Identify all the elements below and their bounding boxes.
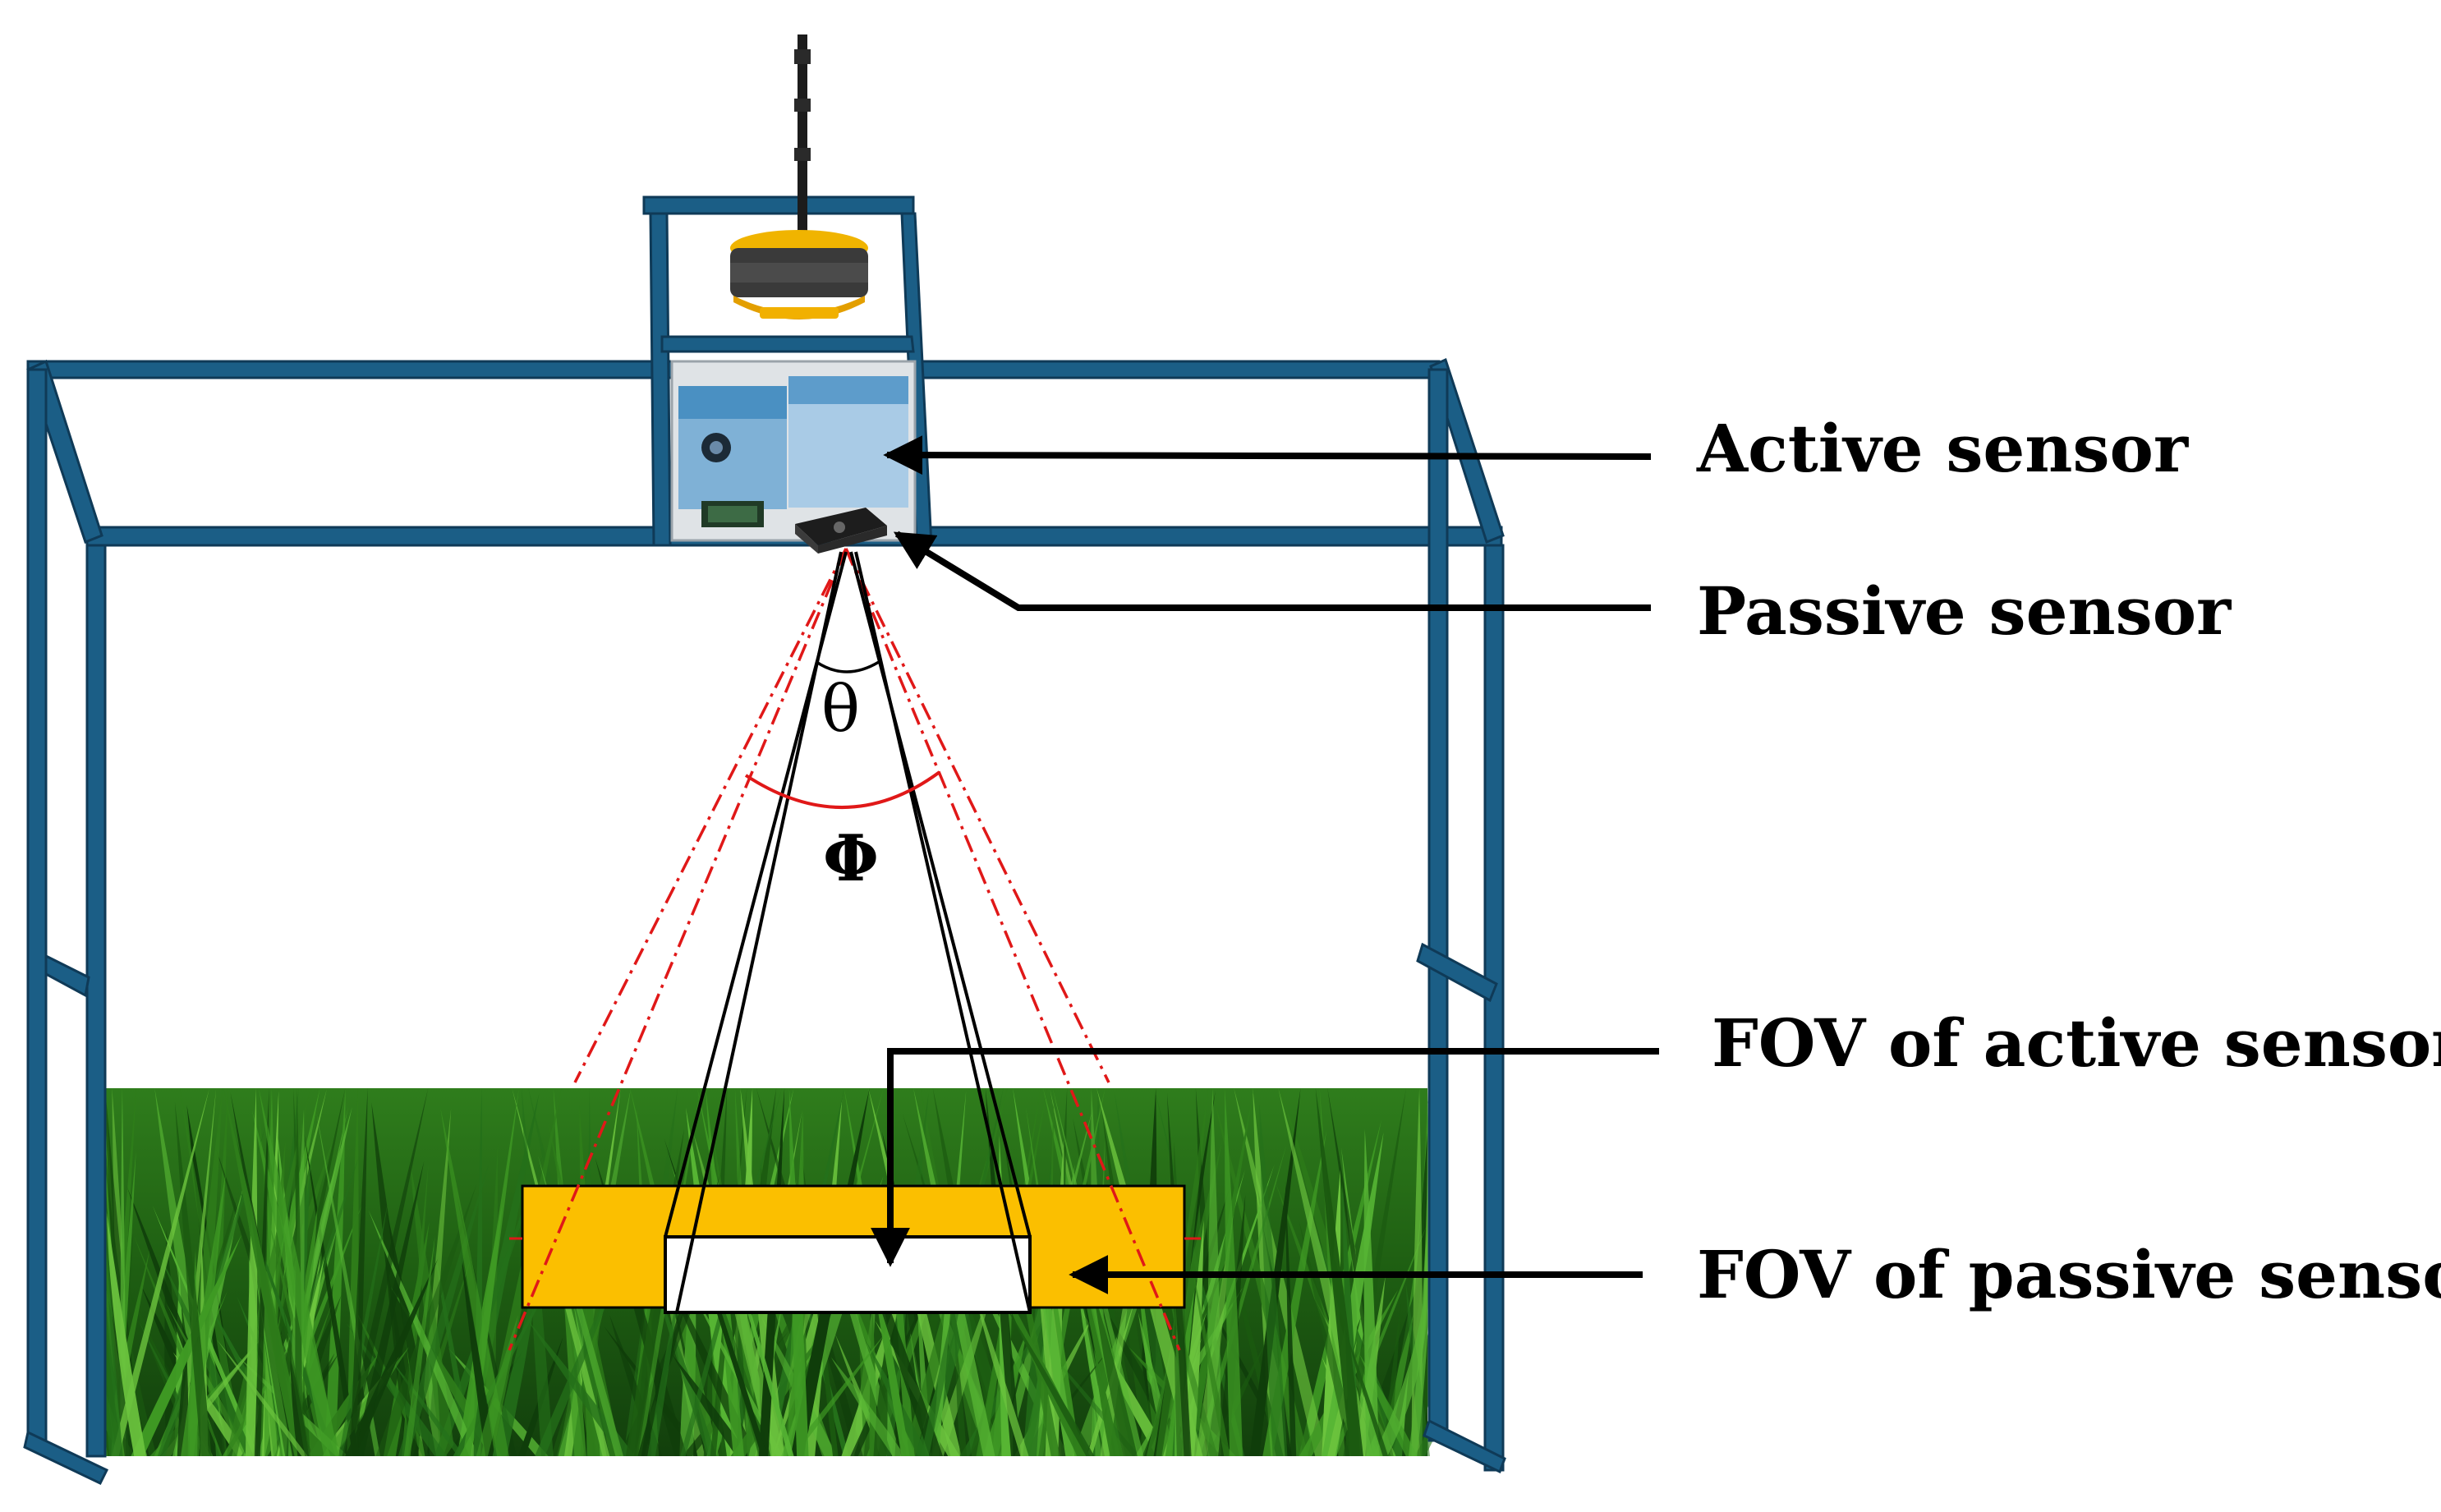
grass-blades: [94, 1088, 1442, 1456]
active-sensor-cone: [664, 551, 1032, 1313]
leader-active-sensor: [883, 435, 1652, 476]
fov-active-area: [664, 1235, 1032, 1314]
mast-top-rail: [642, 195, 915, 215]
frame-left-back-leg: [26, 368, 48, 1442]
frame-right-brace: [1416, 942, 1498, 1003]
passive-sensor-device-icon: [795, 508, 887, 554]
phi-label: Φ: [823, 821, 879, 896]
sensor-mast: [642, 195, 933, 547]
theta-arc: [816, 660, 880, 673]
mast-mid-rail: [660, 335, 915, 353]
label-active-sensor: Active sensor: [1697, 410, 2189, 487]
label-fov-active-sensor: FOV of active sensor: [1712, 1004, 2441, 1082]
frame-left-foot: [23, 1430, 109, 1485]
active-sensor-device-icon: [670, 360, 917, 542]
callout-leaders: [871, 435, 1659, 1294]
phi-arc: [744, 770, 941, 809]
gnss-receiver-icon: [730, 230, 868, 319]
frame-left-brace: [44, 954, 90, 998]
gnss-antenna-icon: [794, 34, 811, 240]
frame-left-front-leg: [85, 544, 107, 1458]
frame-right-diagonal: [1429, 357, 1505, 544]
leader-fov-active: [871, 1048, 1659, 1267]
passive-sensor-cone: [508, 548, 1181, 1351]
frame-right-foot: [1423, 1418, 1506, 1474]
theta-label: θ: [821, 673, 860, 747]
mast-left-post: [649, 212, 672, 547]
label-passive-sensor: Passive sensor: [1697, 572, 2232, 650]
frame-right-back-leg: [1427, 368, 1449, 1442]
leader-passive-sensor: [893, 531, 1651, 611]
grass-field: [94, 1088, 1442, 1456]
label-fov-passive-sensor: FOV of passive sensor: [1697, 1236, 2441, 1313]
frame-right-front-leg: [1483, 544, 1505, 1472]
